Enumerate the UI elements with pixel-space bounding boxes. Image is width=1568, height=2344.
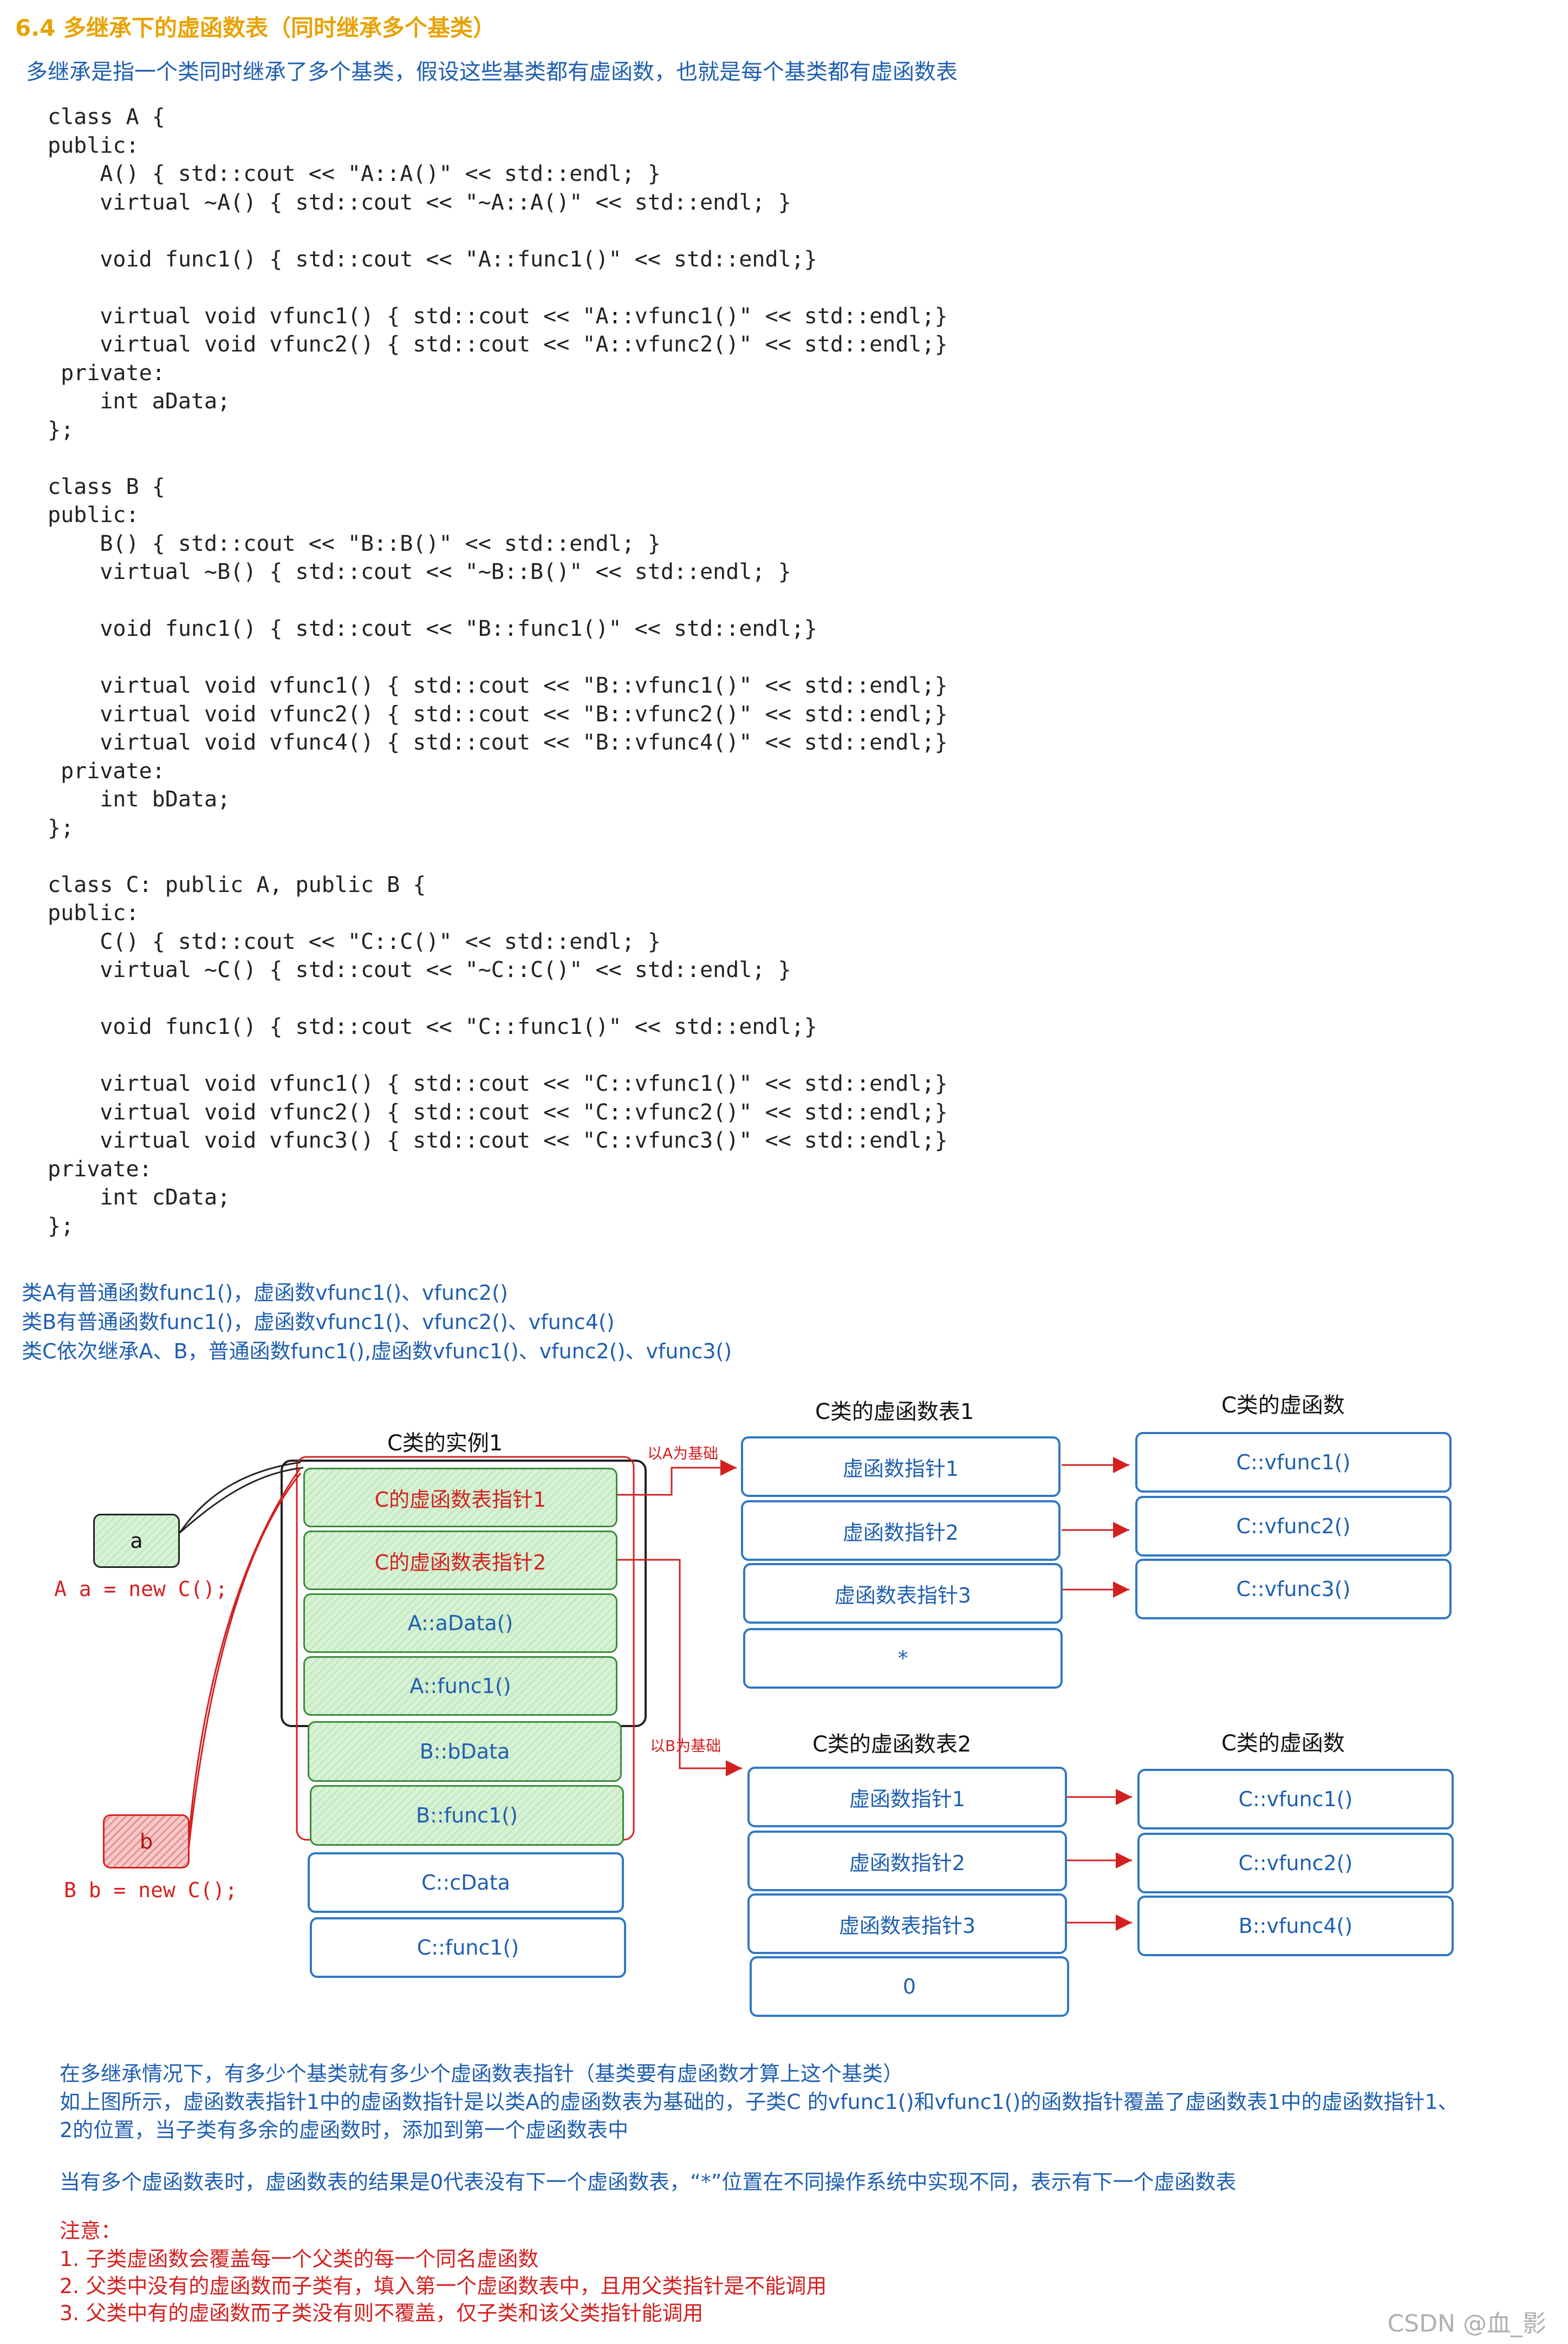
summary-line-b: 类B有普通函数func1()，虚函数vfunc1()、vfunc2()、vfun… — [22, 1310, 615, 1334]
funcs1-row-1: C::vfunc1() — [1135, 1432, 1452, 1493]
funcs1-row-2: C::vfunc2() — [1135, 1496, 1452, 1557]
vtable1-row-2: 虚函数指针2 — [741, 1500, 1060, 1561]
instance-row-vptr1: C的虚函数表指针1 — [303, 1468, 617, 1527]
code-block: class A { public: A() { std::cout << "A:… — [48, 105, 948, 1239]
vtable1-row-1: 虚函数指针1 — [741, 1436, 1060, 1497]
funcs1-title: C类的虚函数 — [1221, 1393, 1345, 1418]
variable-b: b — [103, 1814, 190, 1868]
section-heading: 6.4 多继承下的虚函数表（同时继承多个基类） — [15, 15, 496, 41]
funcs2-row-2: C::vfunc2() — [1137, 1833, 1454, 1893]
note-2: 2. 父类中没有的虚函数而子类有，填入第一个虚函数表中，且用父类指针是不能调用 — [60, 2274, 827, 2298]
summary-line-a: 类A有普通函数func1()，虚函数vfunc1()、vfunc2() — [22, 1281, 508, 1305]
instance-row-vptr2: C的虚函数表指针2 — [303, 1531, 617, 1590]
funcs1-row-3: C::vfunc3() — [1135, 1559, 1452, 1619]
variable-a-code: A a = new C(); — [54, 1577, 228, 1601]
vtable2-row-4: 0 — [750, 1956, 1069, 2017]
instance-row-bfunc1: B::func1() — [310, 1785, 624, 1846]
watermark: CSDN @血_影 — [1387, 2310, 1546, 2338]
instance-row-bdata: B::bData — [308, 1721, 622, 1782]
notes-heading: 注意： — [60, 2219, 122, 2243]
vtable1-row-3: 虚函数表指针3 — [743, 1563, 1063, 1624]
vtable1-title: C类的虚函数表1 — [815, 1399, 974, 1424]
vtable2-title: C类的虚函数表2 — [812, 1732, 972, 1757]
variable-b-code: B b = new C(); — [64, 1878, 238, 1902]
vtable1-row-4: * — [743, 1628, 1063, 1689]
funcs2-title: C类的虚函数 — [1221, 1731, 1345, 1756]
instance-row-cdata: C::cData — [308, 1852, 624, 1913]
footer-line-2: 如上图所示，虚函数表指针1中的虚函数指针是以类A的虚函数表为基础的，子类C 的v… — [60, 2090, 1459, 2114]
variable-a: a — [93, 1514, 180, 1568]
note-1: 1. 子类虚函数会覆盖每一个父类的每一个同名虚函数 — [60, 2247, 539, 2271]
instance-row-afunc1: A::func1() — [303, 1656, 617, 1716]
note-base-a: 以A为基础 — [647, 1444, 719, 1462]
footer-line-1: 在多继承情况下，有多少个基类就有多少个虚函数表指针（基类要有虚函数才算上这个基类… — [60, 2062, 904, 2086]
footer-line-4: 当有多个虚函数表时，虚函数表的结果是0代表没有下一个虚函数表，“*”位置在不同操… — [60, 2170, 1237, 2194]
vtable2-row-2: 虚函数指针2 — [747, 1831, 1067, 1891]
funcs2-row-1: C::vfunc1() — [1137, 1769, 1454, 1829]
note-3: 3. 父类中有的虚函数而子类没有则不覆盖，仅子类和该父类指针能调用 — [60, 2301, 704, 2325]
vtable2-row-1: 虚函数指针1 — [747, 1767, 1067, 1827]
intro-text: 多继承是指一个类同时继承了多个基类，假设这些基类都有虚函数，也就是每个基类都有虚… — [26, 60, 958, 84]
instance-row-adata: A::aData() — [303, 1593, 617, 1653]
vtable2-row-3: 虚函数表指针3 — [747, 1893, 1067, 1954]
instance-title: C类的实例1 — [387, 1431, 503, 1456]
instance-row-cfunc1: C::func1() — [310, 1917, 626, 1978]
funcs2-row-3: B::vfunc4() — [1137, 1896, 1454, 1956]
note-base-b: 以B为基础 — [650, 1737, 721, 1755]
summary-line-c: 类C依次继承A、B，普通函数func1(),虚函数vfunc1()、vfunc2… — [22, 1339, 732, 1363]
footer-line-3: 2的位置，当子类有多余的虚函数时，添加到第一个虚函数表中 — [60, 2118, 629, 2142]
